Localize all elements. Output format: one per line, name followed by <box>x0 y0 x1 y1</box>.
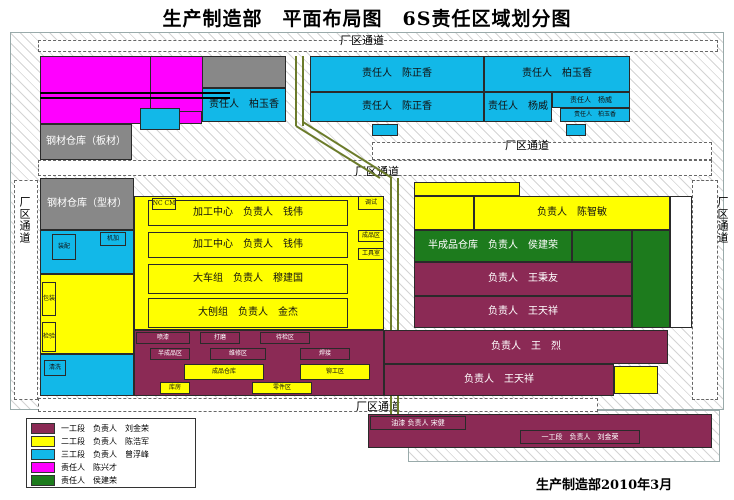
section1-block-r3: 负责人 王 烈 <box>384 330 668 364</box>
road-mid-center-label: 厂区通道 <box>355 165 399 178</box>
machining-center-1: 加工中心 负责人 钱伟 <box>148 200 348 226</box>
magenta-zone-sub <box>150 56 204 112</box>
cyan-block-top-3: 责任人 陈正香 <box>310 92 484 122</box>
ma-sub-2: 打磨 <box>200 332 240 344</box>
road-left <box>14 180 38 400</box>
legend-swatch <box>31 435 55 447</box>
cyan-small-top <box>140 108 180 130</box>
ye-sub-low-1: 成品仓库 <box>184 364 264 380</box>
legend-swatch <box>31 461 55 473</box>
ye-sub-low-2: 铆工区 <box>300 364 370 380</box>
road-mid-right-label: 厂区通道 <box>505 139 549 152</box>
legend-label: 一工段 负责人 刘金荣 <box>61 423 149 433</box>
ye-sub-low-3: 零件区 <box>252 382 312 394</box>
section1-block-r2: 负责人 王天祥 <box>414 296 632 328</box>
road-right <box>692 180 718 400</box>
road-top <box>38 40 718 52</box>
yellow-small-r3: 工具室 <box>358 248 384 260</box>
cyan-block-top-2: 责任人 柏玉香 <box>484 56 630 92</box>
ma-sub-1: 喷漆 <box>136 332 190 344</box>
ma-sub-5: 维修区 <box>210 348 266 360</box>
cyan-block-top-1: 责任人 陈正香 <box>310 56 484 92</box>
ma-sub-6: 焊接 <box>300 348 350 360</box>
green-column <box>632 230 670 328</box>
road-bottom-label: 厂区通道 <box>356 400 400 413</box>
yellow-sub-1: 包装 <box>42 282 56 316</box>
green-sub <box>572 230 632 262</box>
legend-label: 二工段 负责人 陈浩军 <box>61 436 149 446</box>
steel-warehouse-plate: 钢材仓库（板材） <box>40 124 132 160</box>
legend-swatch <box>31 448 55 460</box>
big-lathe-group: 大车组 负责人 穆建国 <box>148 264 348 294</box>
gray-zone-top <box>202 56 286 88</box>
cyan-block-top-5: 责任人 杨威 <box>552 92 630 108</box>
yellow-sub-2: 检验 <box>42 322 56 352</box>
cyan-small-1 <box>372 124 398 136</box>
ma-sub-3: 待检区 <box>260 332 310 344</box>
yellow-block-right-sub <box>414 196 474 230</box>
ye-sub-low-4: 库房 <box>160 382 190 394</box>
white-right-col <box>670 196 692 328</box>
legend-label: 三工段 负责人 曾浮峰 <box>61 449 149 459</box>
machining-center-2: 加工中心 负责人 钱伟 <box>148 232 348 258</box>
legend-label: 责任人 陈兴才 <box>61 462 117 472</box>
legend-item: 三工段 负责人 曾浮峰 <box>31 448 149 460</box>
big-planer-group: 大刨组 负责人 金杰 <box>148 298 348 328</box>
section1-block-r1: 负责人 王秉友 <box>414 262 632 296</box>
legend-swatch <box>31 474 55 486</box>
yellow-small-r1: 调试 <box>358 196 384 210</box>
cyan-sub-3: 清洗 <box>44 360 66 376</box>
ma-sub-4: 半成品区 <box>150 348 190 360</box>
legend-item: 责任人 陈兴才 <box>31 461 117 473</box>
page-title: 生产制造部 平面布局图 6S责任区域划分图 <box>162 8 572 30</box>
legend-item: 一工段 负责人 刘金荣 <box>31 422 149 434</box>
legend-item: 二工段 负责人 陈浩军 <box>31 435 149 447</box>
yellow-block-right: 负责人 陈智敏 <box>474 196 670 230</box>
conveyor-line <box>40 92 230 94</box>
semi-finished-warehouse: 半成品仓库 负责人 侯建荣 <box>414 230 572 262</box>
legend-label: 责任人 侯建荣 <box>61 475 117 485</box>
steel-warehouse-profile: 钢材仓库（型材） <box>40 178 134 230</box>
road-bottom <box>38 398 598 412</box>
conveyor-line <box>40 97 230 99</box>
cyan-small-2 <box>566 124 586 136</box>
ye-right-small <box>614 366 658 394</box>
legend: 一工段 负责人 刘金荣 二工段 负责人 陈浩军 三工段 负责人 曾浮峰 责任人 … <box>26 418 196 488</box>
nc-cm-label: NC CM <box>152 198 176 210</box>
road-right-label: 厂区通道 <box>716 196 729 244</box>
section1-block-r4: 负责人 王天祥 <box>384 364 614 396</box>
cyan-sub-1: 装配 <box>52 234 76 260</box>
section1-bottom-label: 一工段 负责人 刘金荣 <box>520 430 640 444</box>
yellow-small-r2: 成品区 <box>358 230 384 242</box>
legend-item: 责任人 侯建荣 <box>31 474 117 486</box>
footer-date: 生产制造部2010年3月 <box>536 478 673 493</box>
cyan-sub-2: 机加 <box>100 232 126 246</box>
road-left-label: 厂区通道 <box>18 196 31 244</box>
ye-strip-top <box>414 182 520 196</box>
cyan-block-top-6: 责任人 柏玉香 <box>560 108 630 122</box>
road-top-label: 厂区通道 <box>340 34 384 47</box>
legend-swatch <box>31 422 55 434</box>
cyan-block-top-4: 责任人 杨威 <box>484 92 552 122</box>
paint-area: 油漆 负责人 宋健 <box>370 416 466 430</box>
